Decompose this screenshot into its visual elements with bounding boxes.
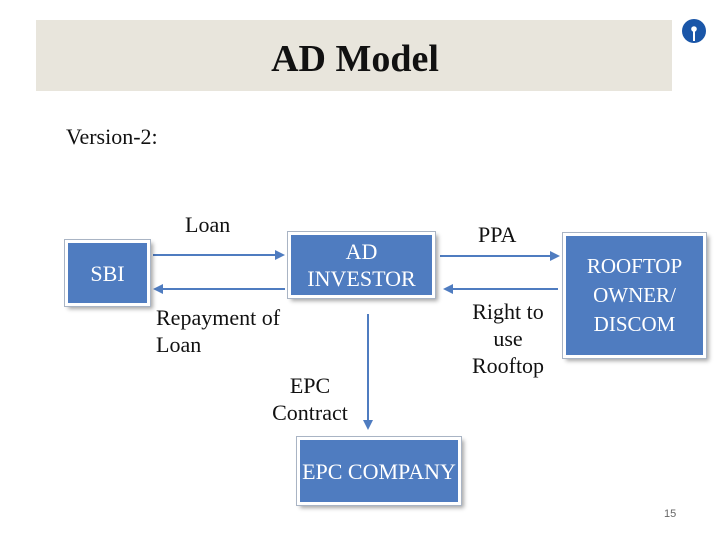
loan-label: Loan (185, 212, 231, 237)
title-bar (36, 20, 672, 91)
ad-investor-box: AD INVESTOR (288, 232, 435, 298)
slide-title: AD Model (271, 38, 439, 80)
page-number: 15 (664, 508, 677, 520)
epc-company-box: EPC COMPANY (297, 437, 461, 505)
sbi-box: SBI (65, 240, 150, 306)
sbi-logo-icon (682, 19, 706, 43)
right-to-use-label: Right to use Rooftop (471, 299, 545, 378)
repayment-label: Repayment of Loan (156, 305, 281, 357)
epc-contract-label: EPC Contract (272, 373, 348, 425)
ppa-label: PPA (478, 222, 517, 247)
version-label: Version-2: (66, 124, 158, 149)
rooftop-owner-box: ROOFTOP OWNER/ DISCOM (563, 233, 706, 358)
